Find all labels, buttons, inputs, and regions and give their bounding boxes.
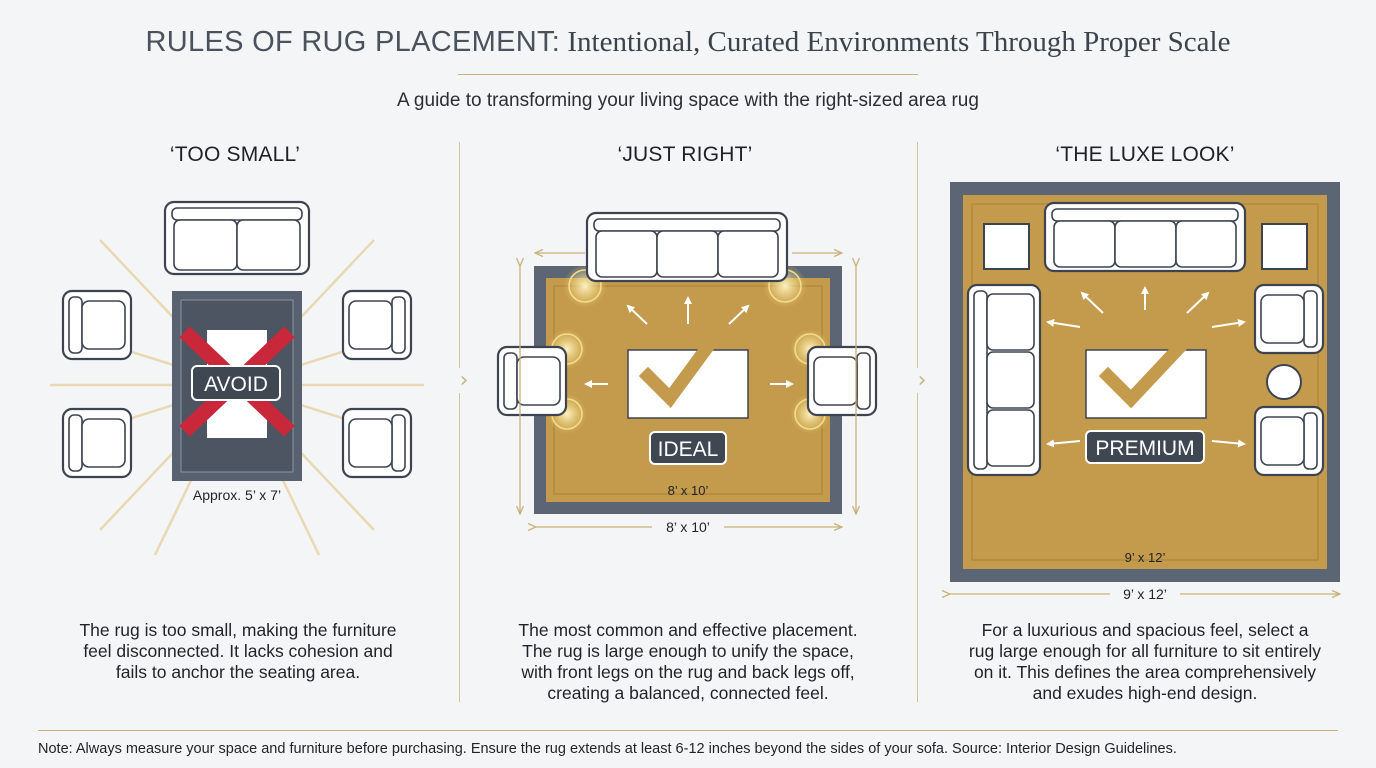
description-line: fails to anchor the seating area. bbox=[115, 662, 361, 682]
checkmark-icon bbox=[638, 320, 730, 408]
column-divider bbox=[917, 142, 918, 702]
sofa-icon bbox=[163, 200, 311, 276]
ideal-badge bbox=[649, 431, 727, 465]
avoid-badge bbox=[191, 365, 281, 401]
panel-luxe-look: PREMIUM 9’ x 12’ 9’ x 12’ bbox=[950, 182, 1340, 602]
armchair-icon bbox=[341, 407, 413, 479]
ideal-badge-label: IDEAL bbox=[658, 438, 719, 461]
description-line: The rug is too small, making the furnitu… bbox=[79, 620, 397, 640]
luxe-rug-size-outer: 9’ x 12’ bbox=[1123, 586, 1167, 602]
description-line: feel disconnected. It lacks cohesion and bbox=[83, 641, 393, 661]
description-line: creating a balanced, connected feel. bbox=[547, 683, 829, 703]
side-table-icon bbox=[1261, 223, 1308, 270]
description-line: For a luxurious and spacious feel, selec… bbox=[981, 620, 1309, 640]
arrow-icon bbox=[1046, 286, 1246, 448]
luxe-rug-size-inner: 9’ x 12’ bbox=[1125, 550, 1166, 565]
chevron-right-icon: › bbox=[912, 368, 932, 393]
description-luxe-look: For a luxurious and spacious feel, selec… bbox=[930, 620, 1360, 704]
armchair-icon bbox=[61, 289, 133, 361]
armchair-icon bbox=[61, 407, 133, 479]
title-rest: Intentional, Curated Environments Throug… bbox=[560, 26, 1231, 58]
panel-heading-luxe-look: ‘THE LUXE LOOK’ bbox=[1055, 143, 1235, 166]
title-rule bbox=[458, 74, 918, 75]
panel-heading-just-right: ‘JUST RIGHT’ bbox=[617, 143, 753, 166]
premium-badge bbox=[1085, 430, 1205, 464]
description-line: The most common and effective placement. bbox=[518, 620, 858, 640]
bottom-rule bbox=[38, 730, 1338, 731]
ideal-rug-size-outer: 8’ x 10’ bbox=[666, 519, 710, 535]
armchair-icon bbox=[341, 289, 413, 361]
description-too-small: The rug is too small, making the furnitu… bbox=[30, 620, 446, 683]
footnote: Note: Always measure your space and furn… bbox=[38, 741, 1177, 757]
description-just-right: The most common and effective placement.… bbox=[470, 620, 906, 704]
description-line: on it. This defines the area comprehensi… bbox=[973, 662, 1317, 682]
armchair-icon bbox=[1253, 283, 1325, 355]
description-line: and exudes high-end design. bbox=[1032, 683, 1258, 703]
description-line: The rug is large enough to unify the spa… bbox=[522, 641, 854, 661]
panel-too-small: AVOID Approx. 5’ x 7’ bbox=[50, 200, 424, 556]
page-title: RULES OF RUG PLACEMENT: Intentional, Cur… bbox=[0, 26, 1376, 59]
panel-just-right: IDEAL 8’ x 10’ 8’ x 10’ bbox=[496, 211, 878, 535]
description-line: with front legs on the rug and back legs… bbox=[521, 662, 855, 682]
subtitle: A guide to transforming your living spac… bbox=[397, 90, 979, 111]
round-table-icon bbox=[1266, 364, 1302, 400]
sofa-icon bbox=[585, 211, 789, 283]
description-line: rug large enough for all furniture to si… bbox=[968, 641, 1322, 661]
column-divider bbox=[459, 142, 460, 702]
small-rug-size: Approx. 5’ x 7’ bbox=[193, 487, 281, 503]
armchair-icon bbox=[806, 345, 878, 417]
armchair-icon bbox=[1253, 405, 1325, 477]
ideal-rug-size-inner: 8’ x 10’ bbox=[668, 483, 709, 498]
dimension-lines bbox=[520, 253, 856, 527]
sectional-icon bbox=[966, 283, 1042, 477]
arrow-icon bbox=[584, 296, 794, 388]
title-lead: RULES OF RUG PLACEMENT: bbox=[145, 26, 561, 58]
chevron-right-icon: › bbox=[454, 368, 474, 393]
armchair-icon bbox=[496, 345, 568, 417]
avoid-badge-label: AVOID bbox=[204, 373, 268, 396]
side-table-icon bbox=[983, 223, 1030, 270]
checkmark-icon bbox=[1098, 324, 1202, 409]
panel-heading-too-small: ‘TOO SMALL’ bbox=[169, 143, 301, 166]
premium-badge-label: PREMIUM bbox=[1095, 437, 1194, 460]
sofa-icon bbox=[1043, 201, 1247, 273]
